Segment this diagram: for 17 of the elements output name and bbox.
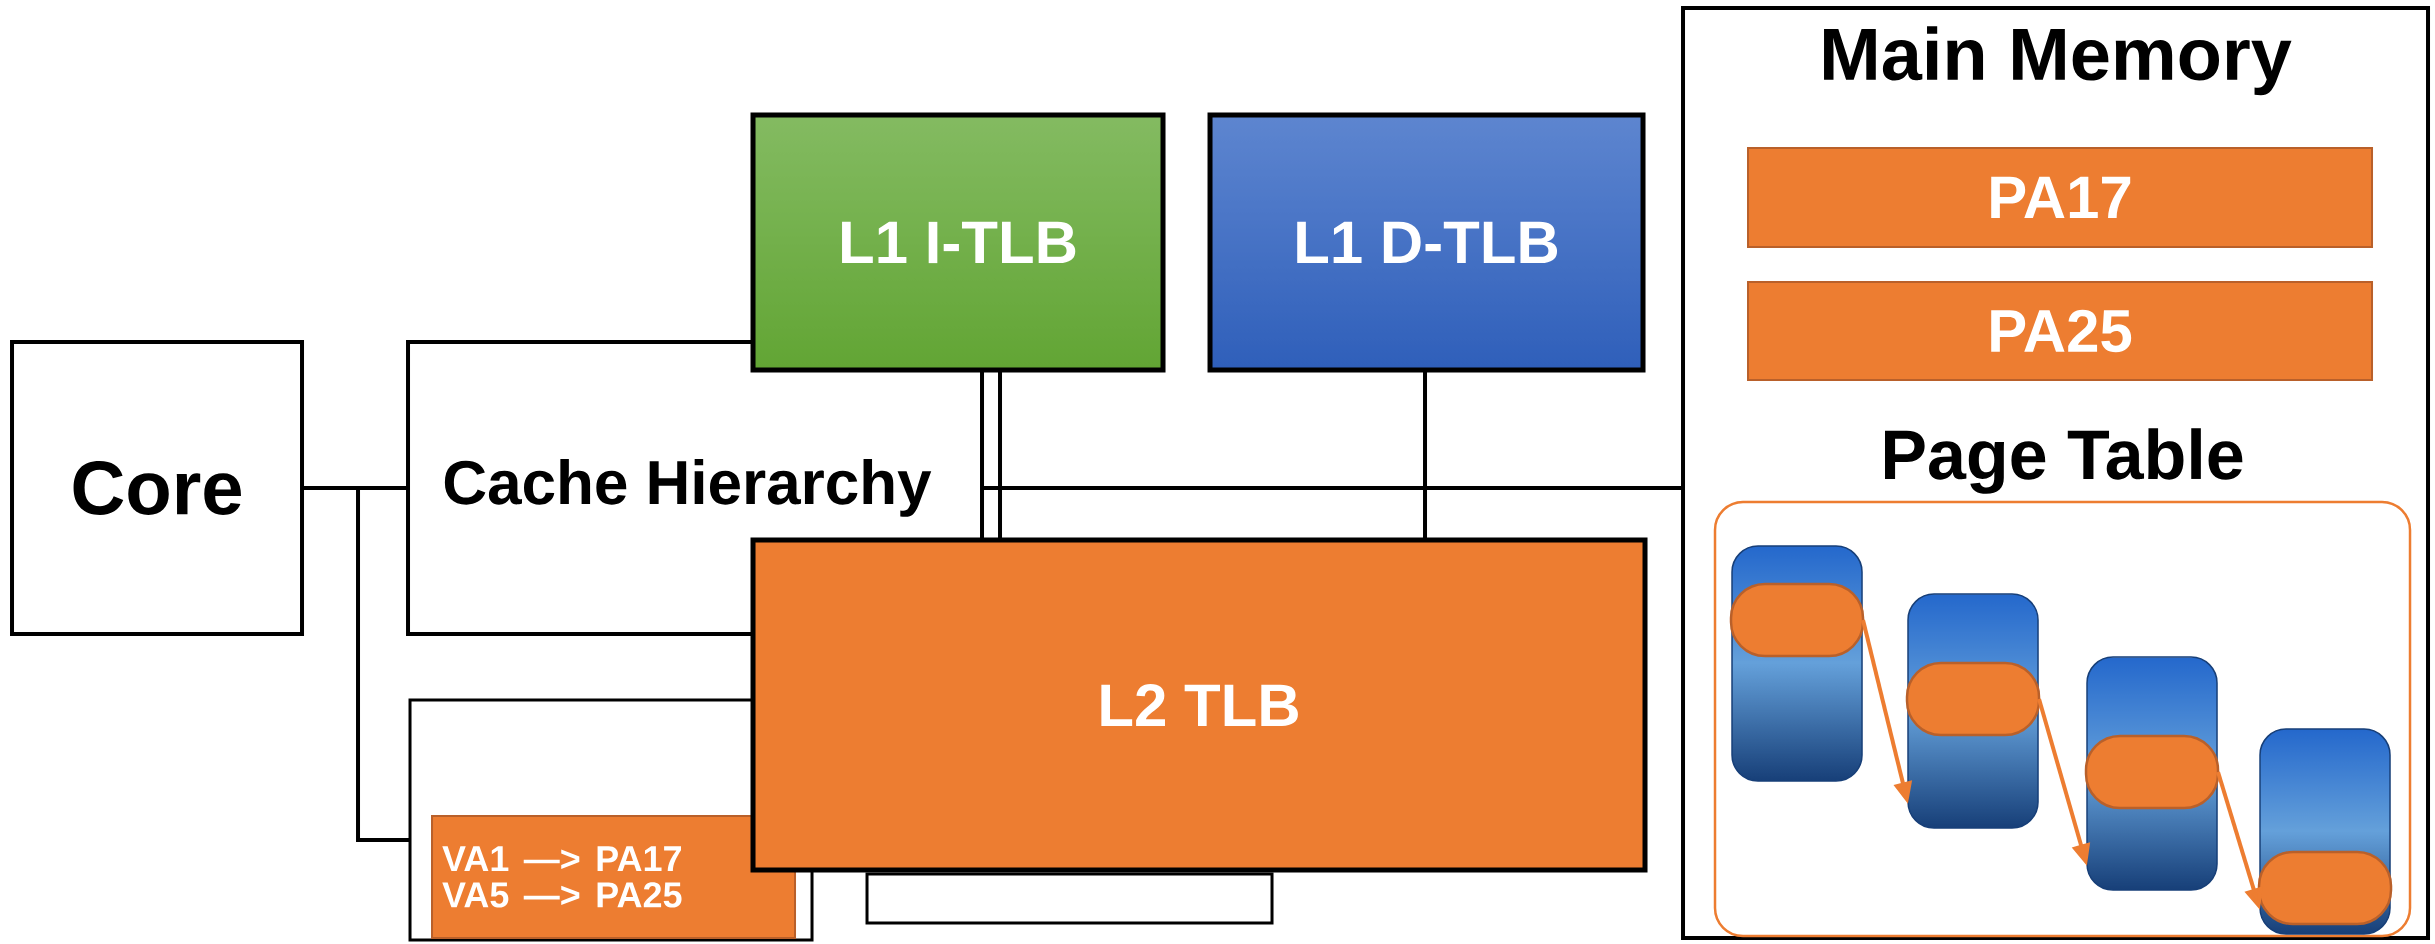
mapping-table: VA1 —> PA17 VA5 —> PA25 [431, 815, 796, 939]
entry-pill [2257, 850, 2393, 926]
entry-pill [1905, 661, 2041, 737]
core-box: Core [10, 340, 304, 636]
connector-line [998, 370, 1002, 540]
tlb-box: L1 D-TLB [1207, 112, 1646, 373]
memory-frame: PA25 [1747, 281, 2373, 381]
empty-box [865, 872, 1274, 925]
connector-line [302, 486, 410, 842]
tlb-box: L2 TLB [750, 537, 1648, 873]
node-label: Page Table [1885, 428, 2243, 494]
connector-line [982, 486, 1683, 490]
connector-line [1423, 370, 1427, 540]
memory-frame: PA17 [1747, 147, 2373, 248]
entry-pill [2084, 734, 2220, 810]
tlb-box: L1 I-TLB [750, 112, 1166, 373]
entry-pill [1729, 582, 1865, 658]
